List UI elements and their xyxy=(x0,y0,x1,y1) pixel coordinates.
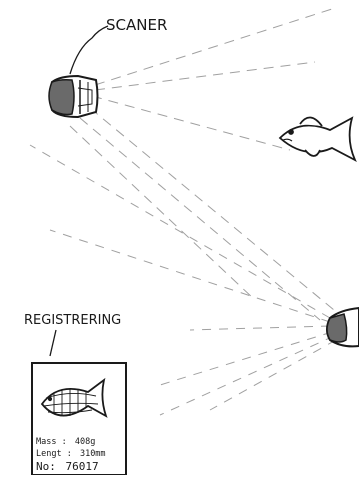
beam-line xyxy=(70,126,255,300)
scanner-lens xyxy=(327,314,347,342)
mass-value: 408g xyxy=(75,437,95,447)
length-value: 310mm xyxy=(80,449,106,459)
svg-text:No: 76017: No: 76017 xyxy=(36,460,99,473)
beam-line xyxy=(160,336,334,415)
scanner-device-top xyxy=(49,76,98,117)
mass-label: Mass : xyxy=(36,437,67,447)
beam-line xyxy=(210,340,336,410)
scanner-device-bottom xyxy=(327,308,359,346)
beam-line xyxy=(50,230,330,322)
fish-eye xyxy=(289,130,293,134)
beam-line xyxy=(160,332,332,385)
svg-text:Mass : 408g: Mass : 408g xyxy=(36,437,95,447)
scanner-label: SCANER xyxy=(106,16,167,34)
number-value: 76017 xyxy=(66,460,99,473)
beam-line xyxy=(92,96,290,150)
registration-label: REGISTRERING xyxy=(24,313,121,328)
scanner-leader-line xyxy=(70,26,108,74)
scanner-lens xyxy=(49,80,74,115)
beam-line xyxy=(80,118,320,320)
beam-line xyxy=(190,326,330,330)
number-label: No: xyxy=(36,460,56,473)
fish-drawing xyxy=(280,117,355,160)
length-label: Lengt : xyxy=(36,449,72,459)
scanner-top-beams xyxy=(70,8,340,320)
beam-line xyxy=(95,62,315,90)
beam-line xyxy=(30,145,330,318)
svg-text:Lengt : 310mm: Lengt : 310mm xyxy=(36,449,106,459)
registration-leader-line xyxy=(50,330,56,356)
registration-card: Mass : 408g Lengt : 310mm No: 76017 xyxy=(32,363,126,475)
